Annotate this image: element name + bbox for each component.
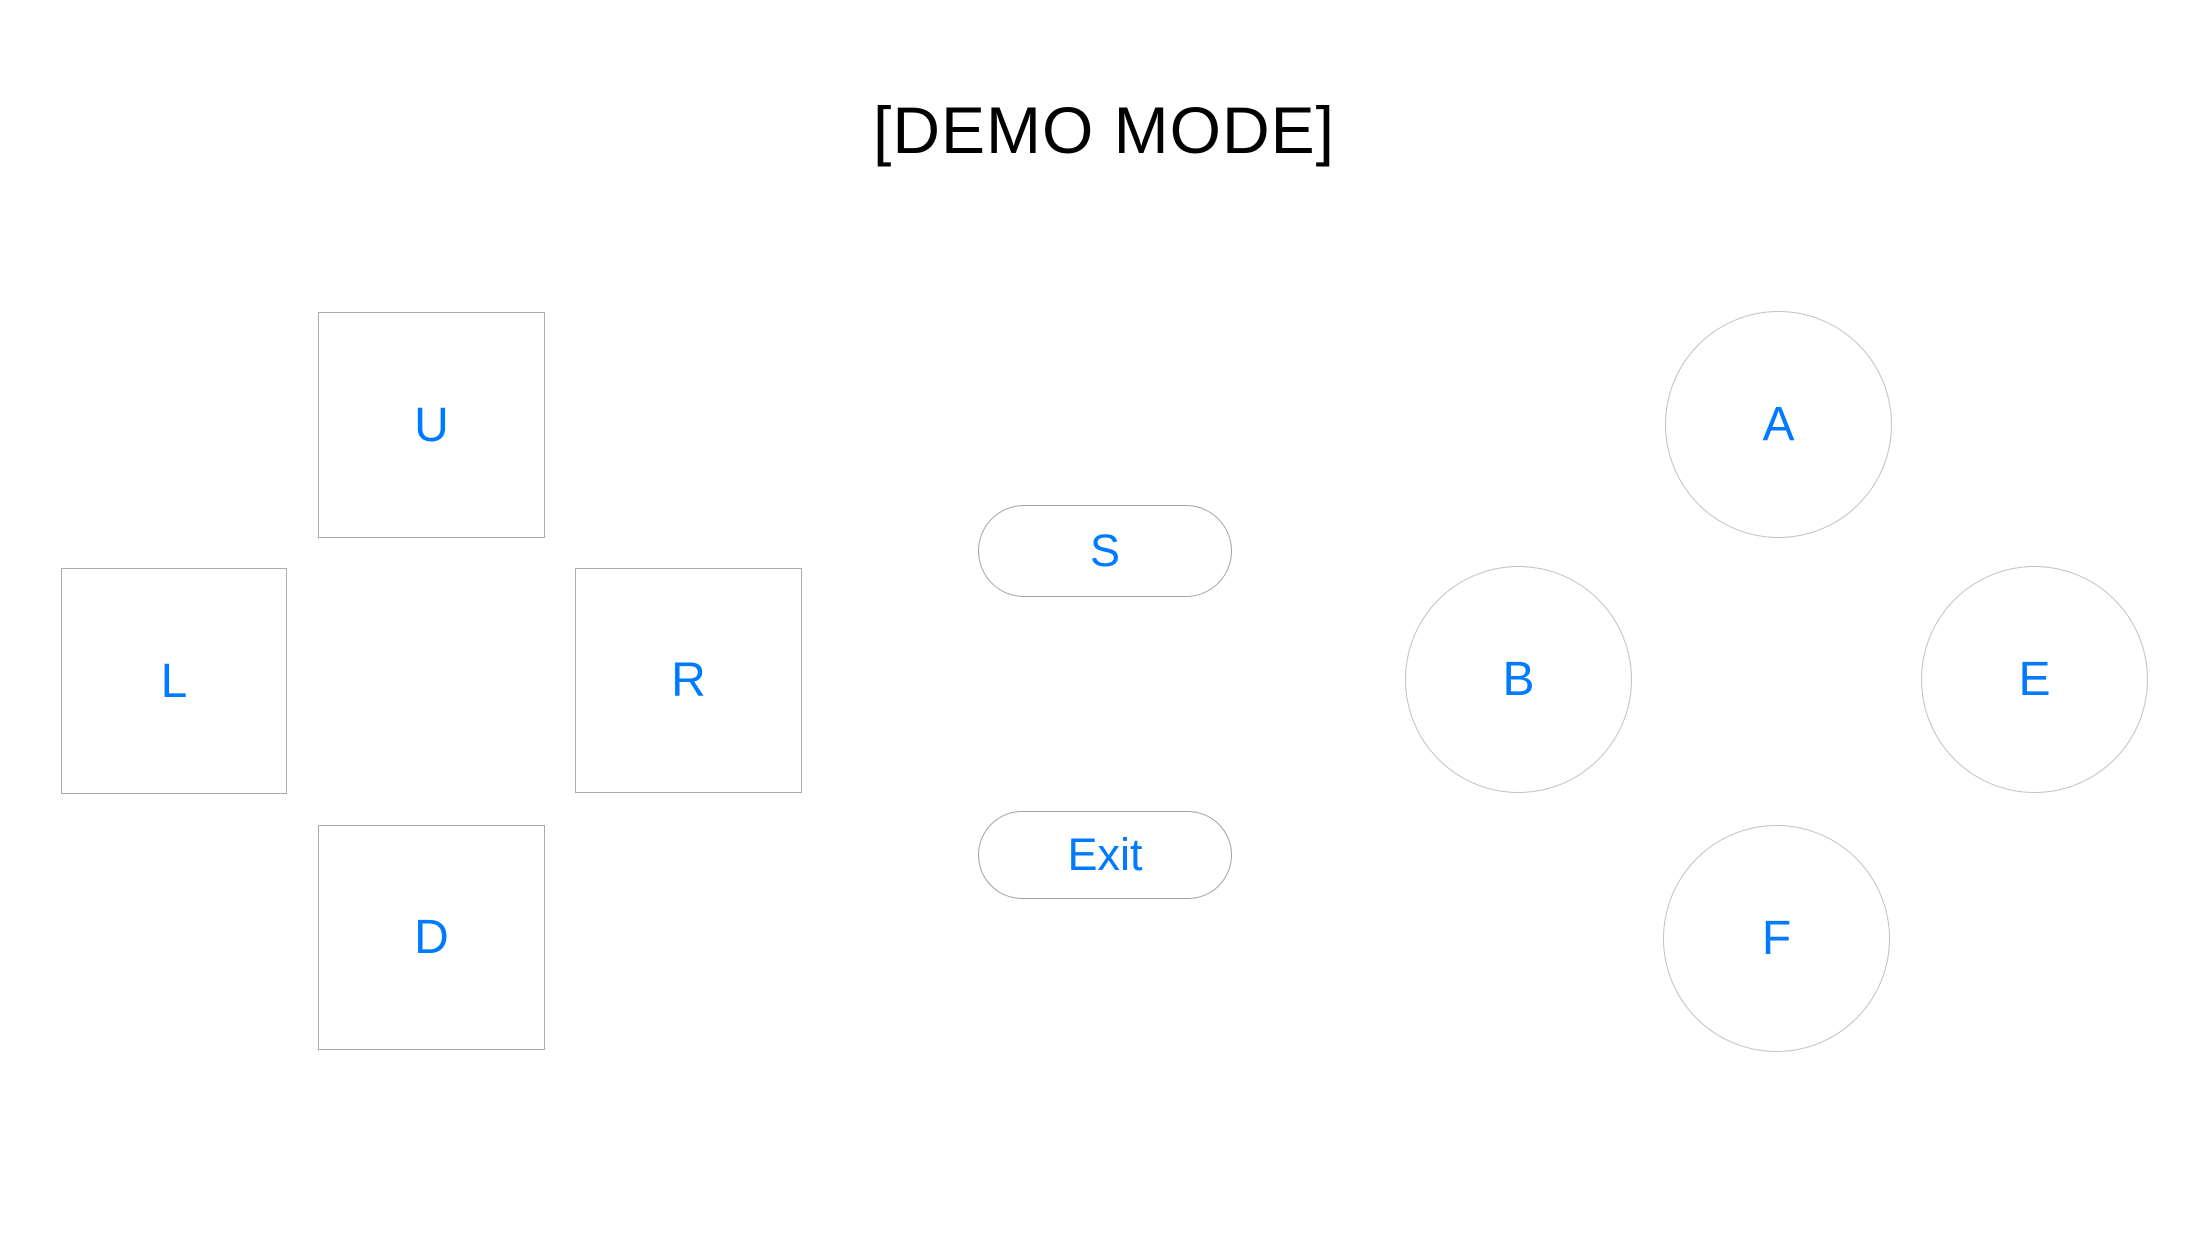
exit-button[interactable]: Exit bbox=[978, 811, 1232, 899]
dpad-up-button[interactable]: U bbox=[318, 312, 545, 538]
dpad-right-button[interactable]: R bbox=[575, 568, 802, 793]
action-button-e[interactable]: E bbox=[1921, 566, 2148, 793]
action-button-b[interactable]: B bbox=[1405, 566, 1632, 793]
start-button[interactable]: S bbox=[978, 505, 1232, 597]
action-button-f[interactable]: F bbox=[1663, 825, 1890, 1052]
dpad-down-button[interactable]: D bbox=[318, 825, 545, 1050]
page-title: [DEMO MODE] bbox=[872, 93, 1335, 167]
action-button-a[interactable]: A bbox=[1665, 311, 1892, 538]
dpad-left-button[interactable]: L bbox=[61, 568, 287, 794]
